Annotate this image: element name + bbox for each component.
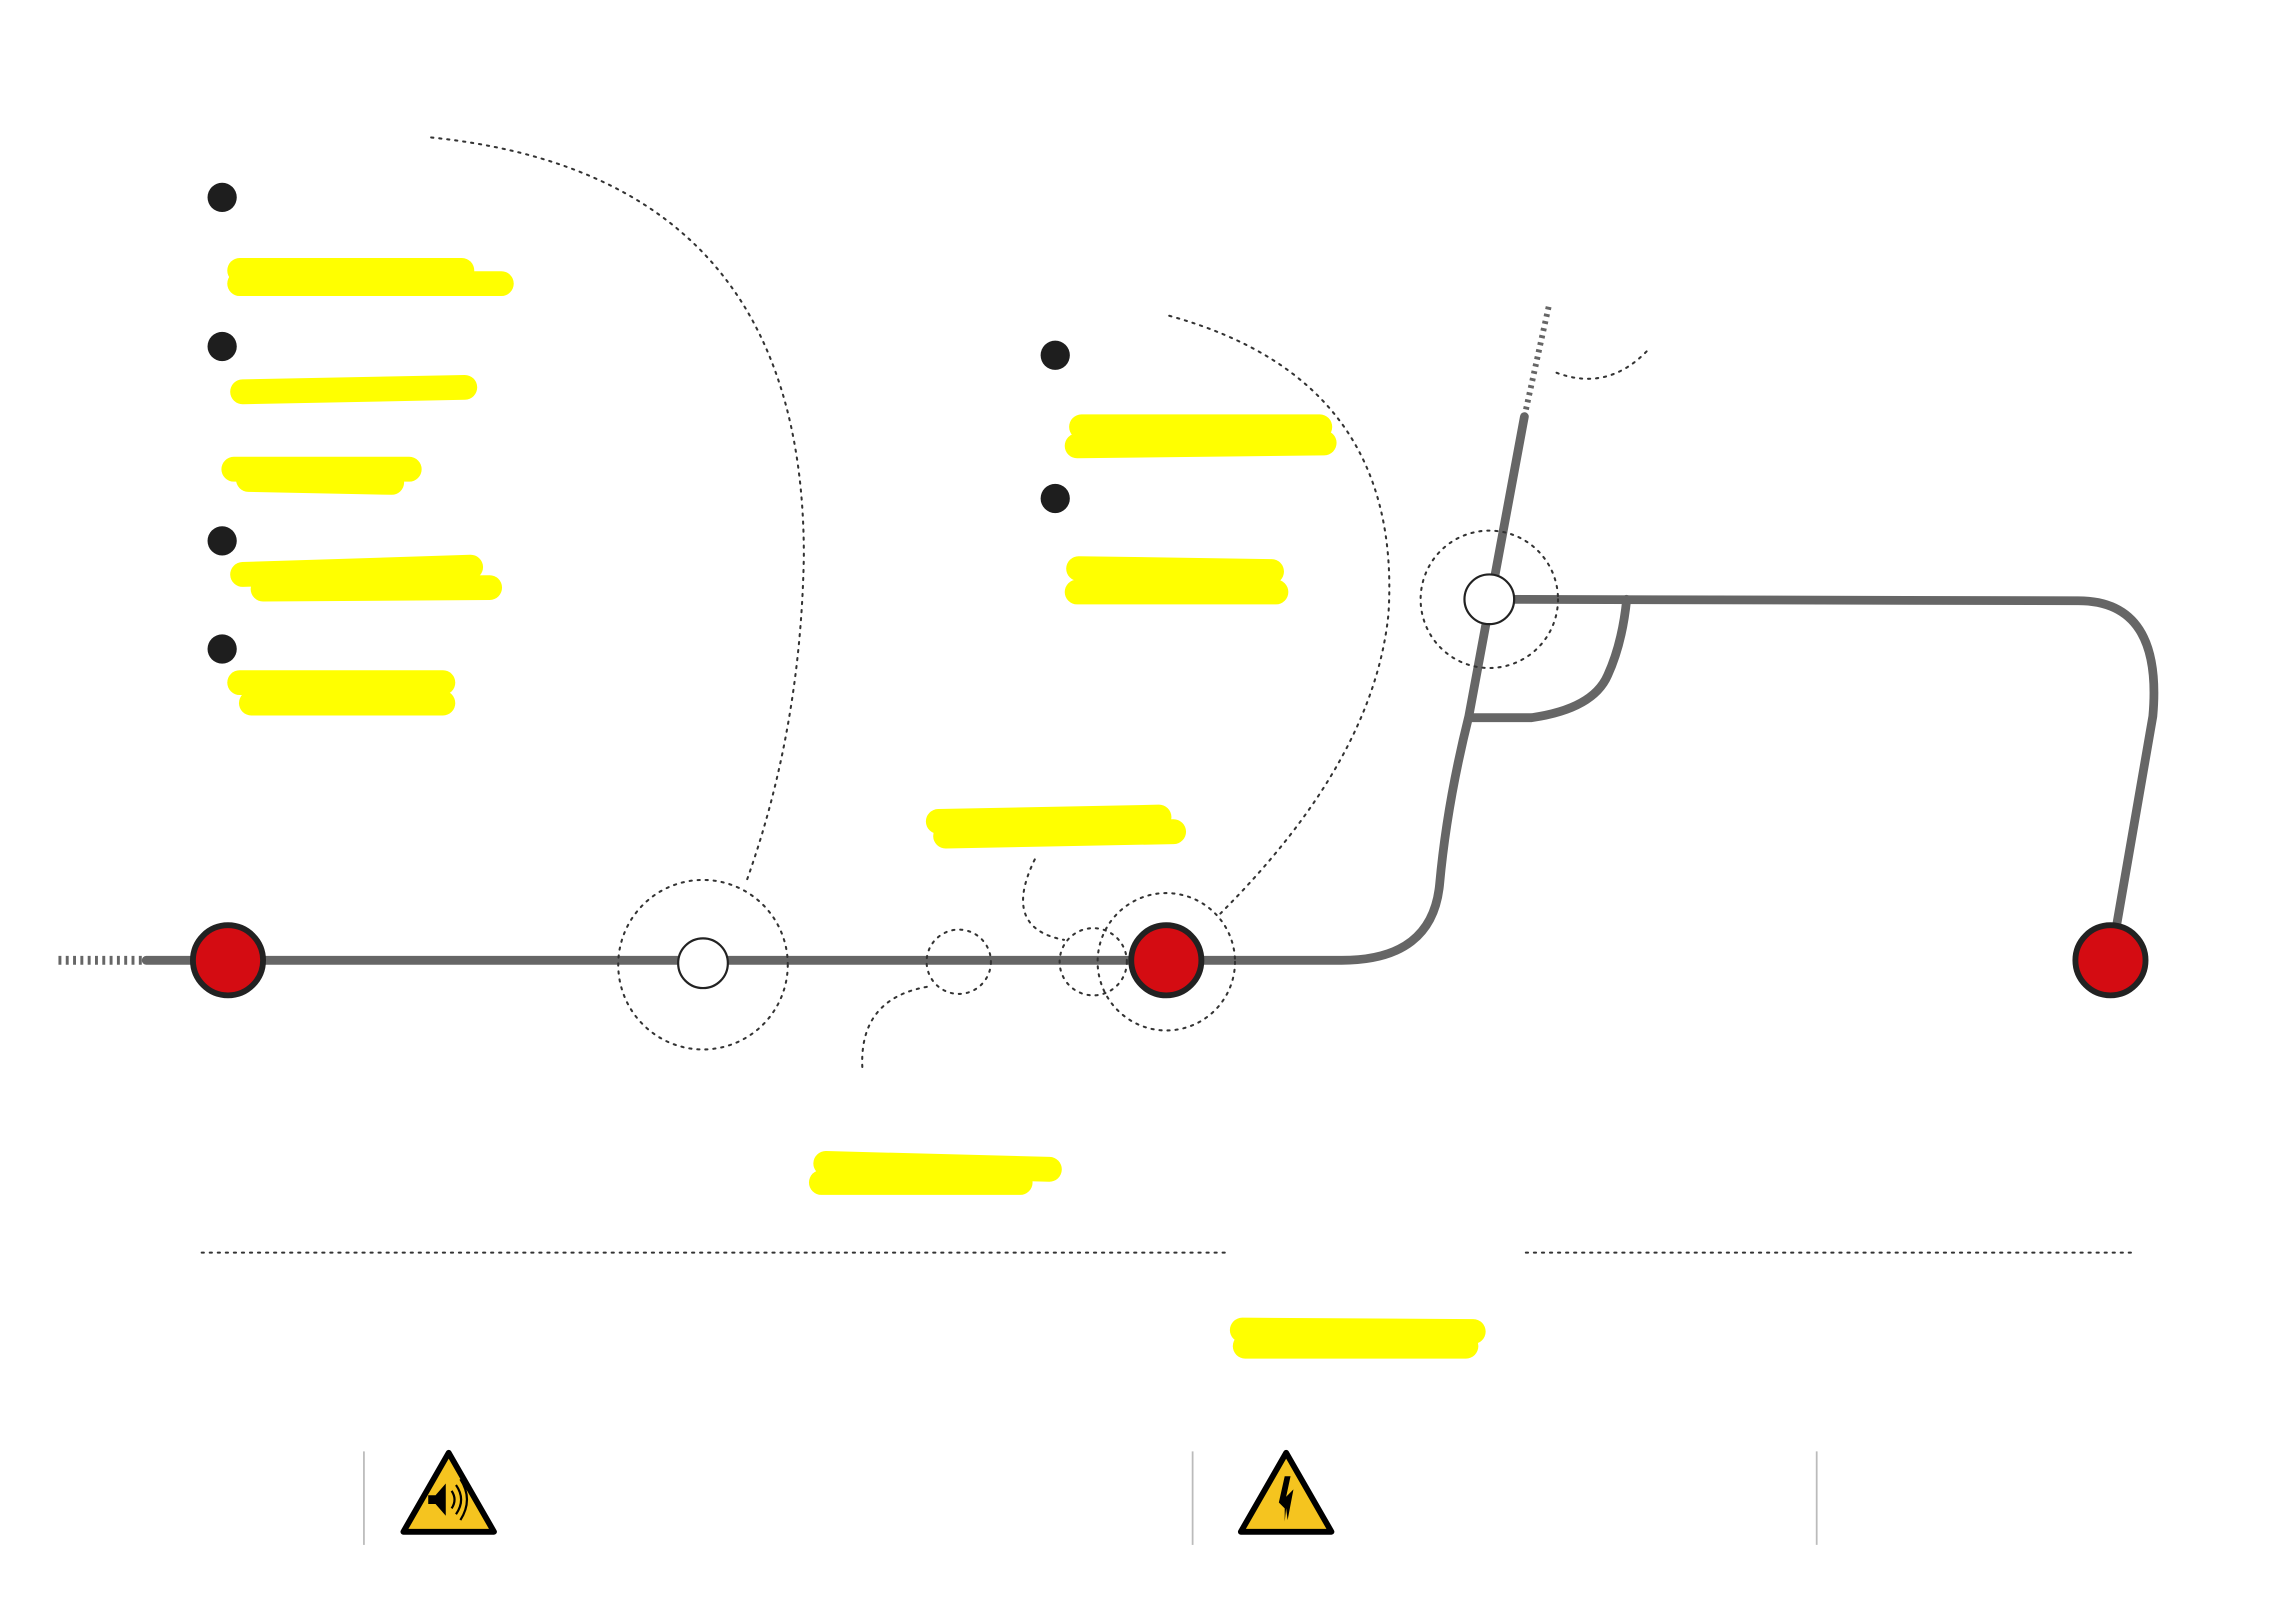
highlight-ring <box>617 878 789 1051</box>
highlight-ring <box>925 928 992 995</box>
noise-warning-icon <box>400 1449 497 1535</box>
terminal-station[interactable] <box>2072 922 2149 999</box>
callout-line <box>1168 314 1391 915</box>
redacted-label <box>808 1151 1062 1195</box>
highlight-ring <box>1419 529 1560 670</box>
redacted-label <box>1064 556 1289 605</box>
redacted-label <box>230 554 503 602</box>
branch-track <box>1484 594 2159 940</box>
spur-track <box>1464 594 1632 723</box>
callout-line <box>1555 349 1649 380</box>
highlight-ring <box>1096 892 1237 1032</box>
highlight-ring <box>1058 927 1128 997</box>
list-bullet <box>1040 340 1070 370</box>
callout-line <box>861 985 930 1069</box>
callout-line <box>430 136 805 886</box>
redacted-label <box>1229 1317 1486 1359</box>
intermediate-station[interactable] <box>677 937 729 990</box>
redacted-label <box>230 374 478 405</box>
list-bullet <box>1040 483 1070 514</box>
junction-station[interactable] <box>1463 573 1516 626</box>
redacted-label <box>221 456 422 495</box>
callout-line <box>1022 858 1066 941</box>
redacted-label <box>227 258 514 297</box>
list-bullet <box>207 526 237 556</box>
list-bullet <box>207 331 237 362</box>
list-bullet <box>207 634 237 664</box>
redacted-label <box>227 670 456 716</box>
redacted-label <box>1064 414 1337 459</box>
redacted-label <box>925 804 1187 849</box>
terminal-station[interactable] <box>190 922 266 999</box>
list-bullet <box>207 182 237 212</box>
terminal-station[interactable] <box>1128 922 1205 999</box>
main-track <box>141 412 1529 965</box>
electric-hazard-icon <box>1237 1449 1335 1535</box>
track-continuation-top <box>1521 303 1553 418</box>
